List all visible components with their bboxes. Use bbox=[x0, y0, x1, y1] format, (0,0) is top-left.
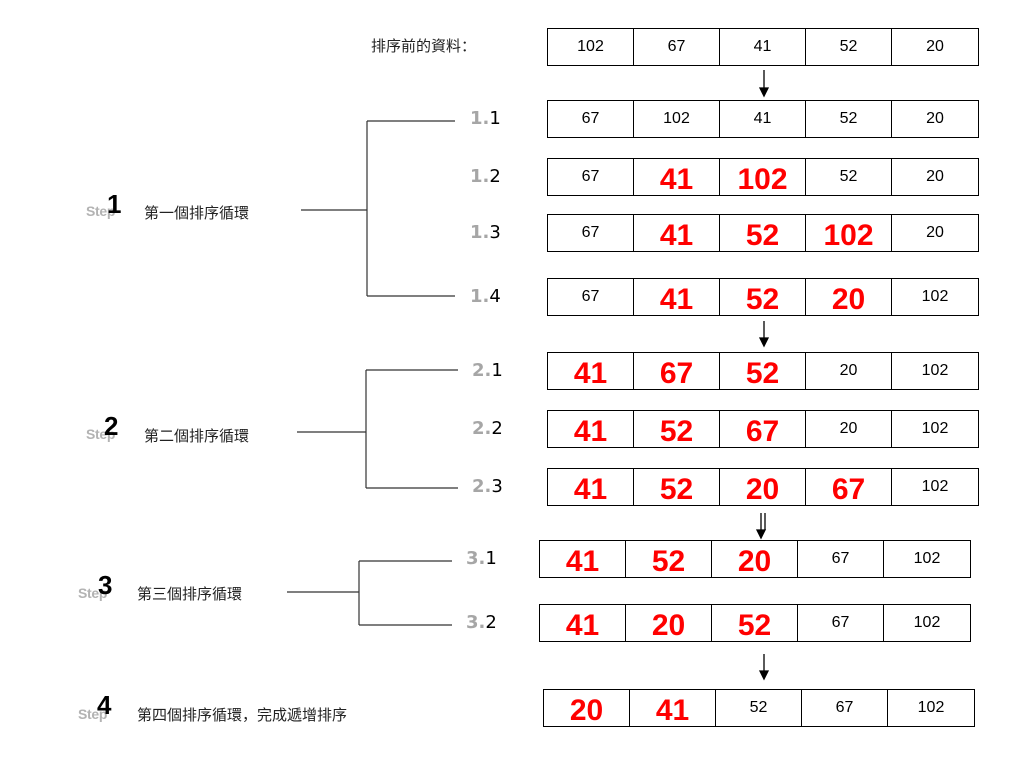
step-description: 第三個排序循環 bbox=[137, 585, 243, 603]
data-cell: 41 bbox=[548, 411, 634, 447]
data-cell: 52 bbox=[634, 469, 720, 505]
data-cell: 20 bbox=[926, 224, 944, 241]
arrow-head bbox=[758, 670, 770, 681]
data-cell: 20 bbox=[926, 168, 944, 185]
data-cell: 20 bbox=[806, 411, 892, 447]
data-cell: 52 bbox=[806, 29, 892, 65]
step-description: 第一個排序循環 bbox=[144, 204, 250, 222]
substep-label: 1.4 bbox=[470, 286, 501, 307]
data-cell: 67 bbox=[548, 159, 634, 195]
data-cell: 41 bbox=[630, 690, 716, 726]
data-cell: 52 bbox=[626, 541, 712, 577]
data-cell: 67 bbox=[798, 605, 884, 641]
step-description: 第四個排序循環，完成遞增排序 bbox=[137, 706, 348, 724]
substep-label: 2.1 bbox=[472, 360, 503, 381]
data-cell: 102 bbox=[720, 159, 806, 195]
data-cell: 67 bbox=[634, 353, 720, 389]
data-cell: 67 bbox=[720, 411, 806, 447]
arrow-head bbox=[758, 87, 770, 98]
arrow-head bbox=[758, 337, 770, 348]
data-cell: 41 bbox=[720, 101, 806, 137]
data-cell: 52 bbox=[634, 411, 720, 447]
data-cell: 52 bbox=[720, 353, 806, 389]
data-cell: 67 bbox=[798, 541, 884, 577]
data-cell: 102 bbox=[921, 478, 949, 495]
data-cell: 41 bbox=[634, 279, 720, 315]
data-cell: 102 bbox=[917, 699, 945, 716]
data-cell: 41 bbox=[634, 215, 720, 251]
data-cell: 20 bbox=[720, 469, 806, 505]
data-cell: 20 bbox=[926, 38, 944, 55]
data-cell: 102 bbox=[806, 215, 892, 251]
step-number: 3 bbox=[98, 570, 113, 600]
data-cell: 52 bbox=[806, 101, 892, 137]
substep-label: 3.2 bbox=[466, 612, 497, 633]
data-cell: 102 bbox=[913, 614, 941, 631]
substep-label: 2.2 bbox=[472, 418, 503, 439]
substep-label: 3.1 bbox=[466, 548, 497, 569]
step-word: Step bbox=[78, 706, 108, 722]
data-cell: 52 bbox=[716, 690, 802, 726]
substep-label: 1.1 bbox=[470, 108, 501, 129]
step-number: 2 bbox=[104, 411, 119, 441]
data-cell: 102 bbox=[921, 420, 949, 437]
data-cell: 102 bbox=[634, 101, 720, 137]
step-brackets bbox=[287, 120, 458, 626]
data-cell: 67 bbox=[634, 29, 720, 65]
data-cell: 52 bbox=[720, 279, 806, 315]
data-cell: 20 bbox=[806, 353, 892, 389]
step-number: 1 bbox=[107, 189, 122, 219]
data-cell: 41 bbox=[720, 29, 806, 65]
data-cell: 67 bbox=[802, 690, 888, 726]
before-data-label: 排序前的資料： bbox=[371, 37, 477, 55]
data-cell: 52 bbox=[720, 215, 806, 251]
step-number: 4 bbox=[97, 690, 112, 720]
data-cell: 20 bbox=[712, 541, 798, 577]
data-cell: 41 bbox=[548, 469, 634, 505]
data-cell: 20 bbox=[544, 690, 630, 726]
substep-label: 2.3 bbox=[472, 476, 503, 497]
data-cell: 67 bbox=[548, 101, 634, 137]
step-word: Step bbox=[78, 585, 108, 601]
step-word: Step bbox=[86, 203, 116, 219]
data-cell: 20 bbox=[806, 279, 892, 315]
data-cell: 67 bbox=[806, 469, 892, 505]
substep-label: 1.2 bbox=[470, 166, 501, 187]
data-cell: 67 bbox=[548, 279, 634, 315]
data-cell: 20 bbox=[926, 110, 944, 127]
data-cell: 52 bbox=[712, 605, 798, 641]
step-word: Step bbox=[86, 426, 116, 442]
step-description: 第二個排序循環 bbox=[144, 427, 250, 445]
data-cell: 52 bbox=[806, 159, 892, 195]
data-cell: 41 bbox=[540, 605, 626, 641]
substep-label: 1.3 bbox=[470, 222, 501, 243]
data-cell: 41 bbox=[548, 353, 634, 389]
arrow-head bbox=[755, 529, 767, 540]
data-cell: 67 bbox=[548, 215, 634, 251]
data-cell: 20 bbox=[626, 605, 712, 641]
data-cell: 102 bbox=[921, 362, 949, 379]
data-cell: 41 bbox=[540, 541, 626, 577]
data-cell: 102 bbox=[913, 550, 941, 567]
data-cell: 102 bbox=[548, 29, 634, 65]
data-cell: 41 bbox=[634, 159, 720, 195]
data-cell: 102 bbox=[921, 288, 949, 305]
